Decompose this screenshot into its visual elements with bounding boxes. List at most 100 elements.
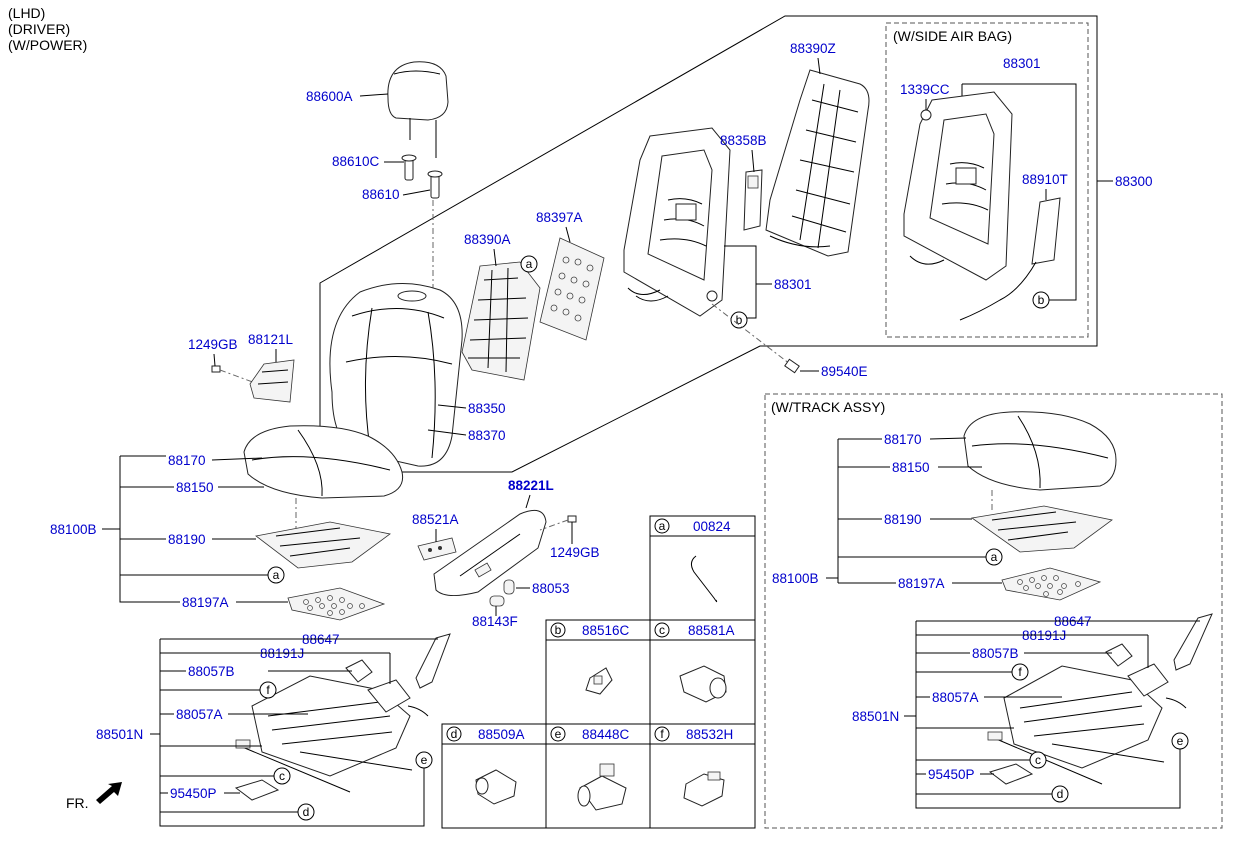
label-88057A[interactable]: 88057A	[176, 707, 223, 722]
headrest-guide	[401, 154, 417, 181]
legend-b-part[interactable]: 88516C	[582, 623, 630, 638]
front-arrow-icon	[96, 782, 122, 804]
callout-b-airbag[interactable]	[1032, 291, 1050, 309]
harness-left	[407, 705, 429, 717]
cushion-pad-right	[1001, 567, 1102, 601]
callout-a-back[interactable]	[520, 255, 538, 273]
clip-00824-icon	[690, 555, 718, 603]
legend-c-circle	[654, 622, 670, 638]
label-88610[interactable]: 88610	[362, 187, 400, 202]
label-88350[interactable]: 88350	[468, 401, 506, 416]
seat-lever-left	[415, 633, 451, 689]
label-95450P[interactable]: 95450P	[170, 786, 217, 801]
label-88057B[interactable]: 88057B	[188, 664, 235, 679]
label-1249GB-right[interactable]: 1249GB	[550, 545, 600, 560]
label-88910T[interactable]: 88910T	[1022, 172, 1068, 187]
callout-d-right-letter: d	[1057, 787, 1064, 801]
label-r-88190[interactable]: 88190	[884, 512, 922, 527]
legend-a-part[interactable]: 00824	[693, 519, 731, 534]
ecu-95450P-right	[988, 763, 1034, 785]
legend-e-part[interactable]: 88448C	[582, 727, 630, 742]
heater-mat-right	[970, 505, 1113, 553]
header-line-1: (LHD)	[8, 5, 45, 21]
label-88300[interactable]: 88300	[1115, 174, 1153, 189]
bolt-1249GB-left	[211, 365, 259, 385]
callout-c-left-letter: c	[279, 769, 285, 783]
label-88600A[interactable]: 88600A	[306, 89, 353, 104]
label-88301-airbag[interactable]: 88301	[1003, 56, 1041, 71]
label-r-88057A[interactable]: 88057A	[932, 690, 979, 705]
legend-a-circle	[654, 518, 670, 534]
airbag-frame	[903, 91, 1013, 281]
label-89540E[interactable]: 89540E	[821, 364, 868, 379]
sensor-88532H-icon	[683, 771, 725, 807]
label-88501N[interactable]: 88501N	[96, 727, 143, 742]
seatback-frame	[623, 127, 731, 317]
callout-a-right-letter: a	[991, 550, 998, 564]
callout-b-frame-letter: b	[736, 313, 743, 327]
label-1339CC[interactable]: 1339CC	[900, 82, 950, 97]
seat-switch	[417, 537, 457, 561]
seat-motor-left	[367, 679, 411, 713]
seat-lever-right	[1173, 613, 1213, 671]
callout-a-back-letter: a	[526, 257, 533, 271]
label-r-88100B[interactable]: 88100B	[772, 571, 819, 586]
label-r-88170[interactable]: 88170	[884, 432, 922, 447]
legend-b-letter: b	[555, 623, 562, 637]
callout-b-airbag-letter: b	[1038, 293, 1045, 307]
legend-a-letter: a	[659, 519, 666, 533]
label-88121L[interactable]: 88121L	[248, 332, 294, 347]
knob-88053	[503, 579, 515, 595]
headrest-guide-lock	[427, 170, 443, 199]
seat-track-frame-left	[235, 675, 413, 793]
legend-d-part[interactable]: 88509A	[478, 727, 525, 742]
bracket-88057B-right	[1105, 643, 1133, 667]
legend-f-circle	[654, 726, 670, 742]
header-line-3: (W/POWER)	[8, 37, 87, 53]
callout-d-left-letter: d	[303, 805, 310, 819]
motor-88509A-icon	[475, 769, 517, 805]
label-88301[interactable]: 88301	[774, 277, 812, 292]
label-r-88501N[interactable]: 88501N	[852, 709, 899, 724]
side-air-bag-title: (W/SIDE AIR BAG)	[893, 28, 1012, 44]
label-88100B[interactable]: 88100B	[50, 522, 97, 537]
label-88397A[interactable]: 88397A	[536, 210, 583, 225]
label-88197A[interactable]: 88197A	[182, 595, 229, 610]
bracket-88057B-left	[345, 659, 373, 683]
seat-motor-right	[1127, 663, 1169, 697]
label-88143F[interactable]: 88143F	[472, 614, 518, 629]
seat-cushion-right	[963, 411, 1117, 491]
track-assy-title: (W/TRACK ASSY)	[771, 399, 885, 415]
label-88221L[interactable]: 88221L	[508, 478, 554, 493]
label-88521A[interactable]: 88521A	[412, 512, 459, 527]
label-r-95450P[interactable]: 95450P	[928, 767, 975, 782]
label-r-88197A[interactable]: 88197A	[898, 576, 945, 591]
label-88150[interactable]: 88150	[176, 480, 214, 495]
label-88358B[interactable]: 88358B	[720, 133, 767, 148]
label-88610C[interactable]: 88610C	[332, 154, 380, 169]
legend-c-part[interactable]: 88581A	[688, 623, 735, 638]
label-88053[interactable]: 88053	[532, 581, 570, 596]
motor-88581A-icon	[679, 665, 727, 703]
legend-e-letter: e	[555, 727, 562, 741]
label-88390A[interactable]: 88390A	[464, 232, 511, 247]
callout-e-left-letter: e	[421, 753, 428, 767]
callout-a-cushion-letter: a	[273, 568, 280, 582]
callout-f-right-letter: f	[1018, 665, 1022, 679]
track-assy-box	[764, 393, 1223, 829]
cushion-heater-mat	[255, 521, 391, 569]
legend-f-part[interactable]: 88532H	[686, 727, 733, 742]
ecu-95450P-left	[234, 779, 280, 801]
label-88390Z[interactable]: 88390Z	[790, 41, 836, 56]
label-r-88057B[interactable]: 88057B	[972, 646, 1019, 661]
label-88170[interactable]: 88170	[168, 453, 206, 468]
label-r-88150[interactable]: 88150	[892, 460, 930, 475]
label-1249GB-left[interactable]: 1249GB	[188, 337, 238, 352]
switch-88516C-icon	[585, 667, 613, 695]
label-88190[interactable]: 88190	[168, 532, 206, 547]
callout-b-frame[interactable]	[730, 311, 748, 329]
label-88370[interactable]: 88370	[468, 428, 506, 443]
bolt-89540E	[784, 358, 800, 374]
legend-e-circle	[550, 726, 566, 742]
